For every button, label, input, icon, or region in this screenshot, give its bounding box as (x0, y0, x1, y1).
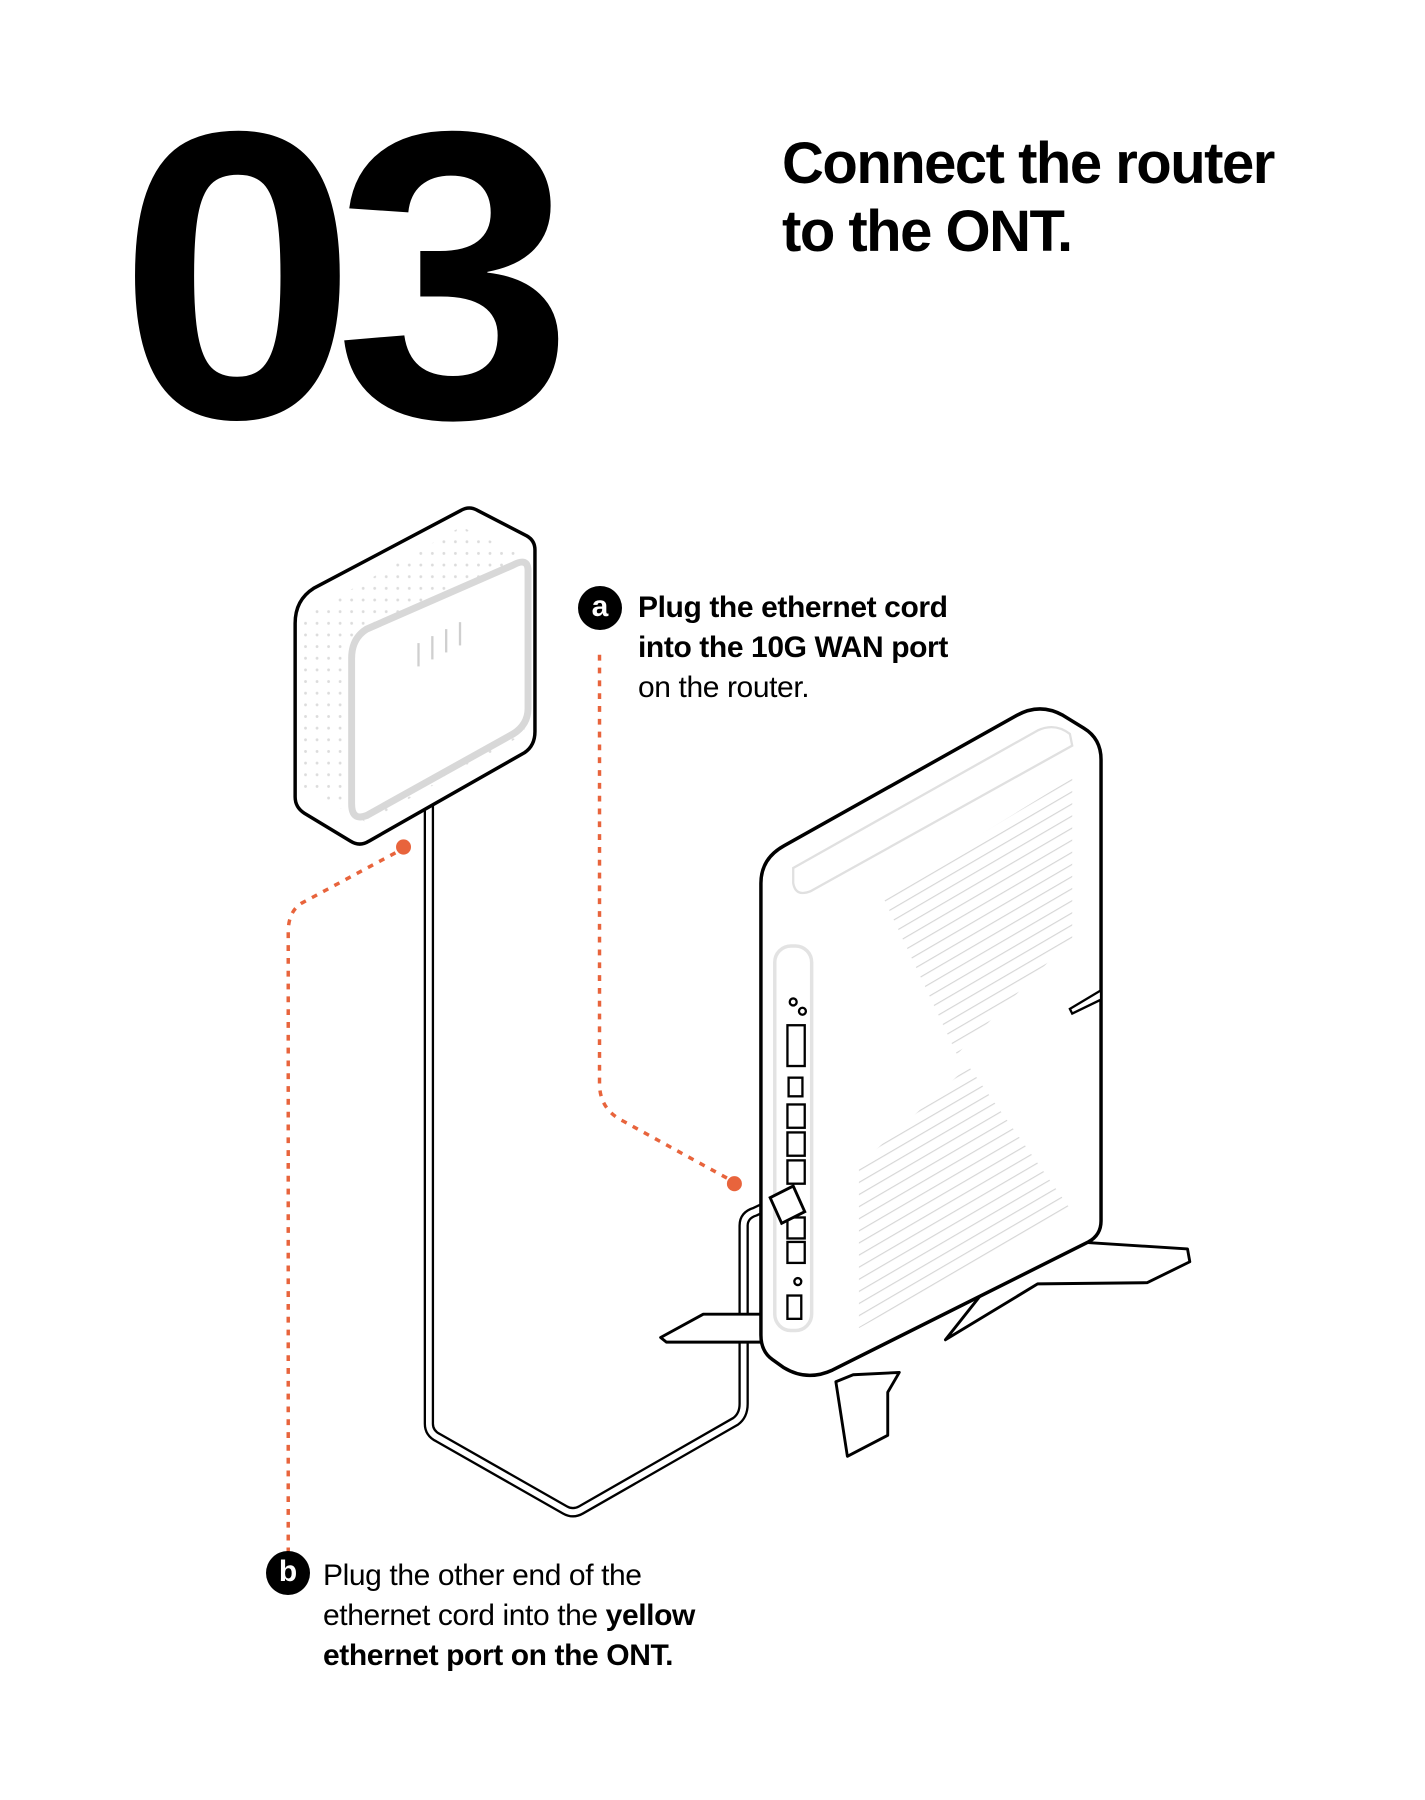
step-a-instruction: Plug the ethernet cord into the 10G WAN … (638, 588, 948, 708)
callout-leader-a (597, 654, 742, 1192)
step-a-line-3: on the router. (638, 671, 810, 704)
ont-status-lights (417, 622, 462, 667)
step-b-line-2-regular: ethernet cord into the (323, 1599, 606, 1632)
ethernet-plug (768, 1184, 807, 1226)
step-b-line-3: ethernet port on the ONT. (323, 1639, 674, 1672)
router-ports (786, 997, 808, 1320)
step-b-line-1: Plug the other end of the (323, 1559, 642, 1592)
router-stand-back-foot (659, 1312, 765, 1344)
step-b-line-2-bold: yellow (605, 1599, 696, 1632)
step-a-line-1: Plug the ethernet cord (638, 591, 948, 624)
step-a-line-2: into the 10G WAN port (638, 631, 948, 664)
router-stand-front-foot (834, 1370, 901, 1458)
step-b-badge: b (266, 1551, 310, 1595)
step-heading: Connect the router to the ONT. (782, 130, 1275, 266)
step-a-badge: a (578, 586, 622, 630)
wan-port (786, 1024, 806, 1068)
callout-leader-b (286, 839, 412, 1556)
heading-line-1: Connect the router (782, 131, 1275, 196)
step-number: 03 (118, 46, 574, 504)
step-b-instruction: Plug the other end of the ethernet cord … (323, 1556, 695, 1676)
ethernet-cable (423, 803, 782, 1518)
router-device (759, 707, 1103, 1378)
ont-device (293, 506, 537, 846)
heading-line-2: to the ONT. (782, 199, 1073, 264)
step-b-line-2: ethernet cord into the yellow (323, 1596, 695, 1636)
